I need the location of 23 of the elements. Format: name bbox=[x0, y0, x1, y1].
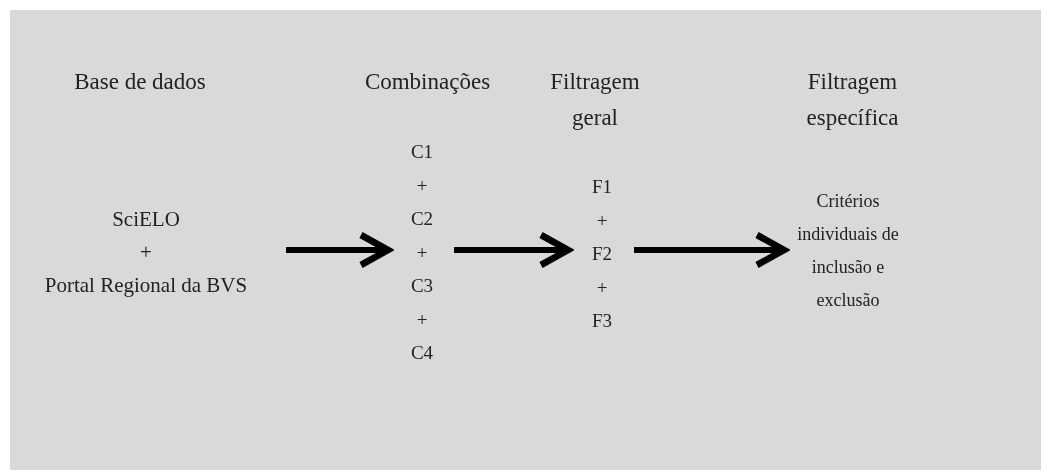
node-text: F3 bbox=[590, 309, 614, 333]
column-heading: Filtragem geral bbox=[549, 68, 641, 132]
arrow bbox=[634, 231, 788, 269]
node-text: + bbox=[415, 173, 429, 198]
node-text: Critérios individuais de inclusão e exclusão bbox=[796, 190, 900, 312]
node-text: + bbox=[415, 307, 429, 332]
node-text: C3 bbox=[409, 274, 435, 298]
column-heading: Base de dados bbox=[73, 68, 207, 96]
node-text: Portal Regional da BVS bbox=[43, 272, 249, 299]
arrow bbox=[454, 231, 572, 269]
node-text: SciELO bbox=[111, 206, 181, 233]
node-text: + bbox=[415, 240, 429, 265]
node-text: F2 bbox=[590, 242, 614, 266]
arrow bbox=[286, 231, 392, 269]
node-text: C4 bbox=[409, 341, 435, 365]
column-heading: Combinações bbox=[363, 68, 492, 96]
node-text: + bbox=[595, 208, 609, 233]
column-heading: Filtragem específica bbox=[805, 68, 900, 132]
node-text: + bbox=[139, 239, 153, 266]
node-text: C1 bbox=[409, 140, 435, 164]
node-text: F1 bbox=[590, 175, 614, 199]
node-text: C2 bbox=[409, 207, 435, 231]
node-text: + bbox=[595, 275, 609, 300]
